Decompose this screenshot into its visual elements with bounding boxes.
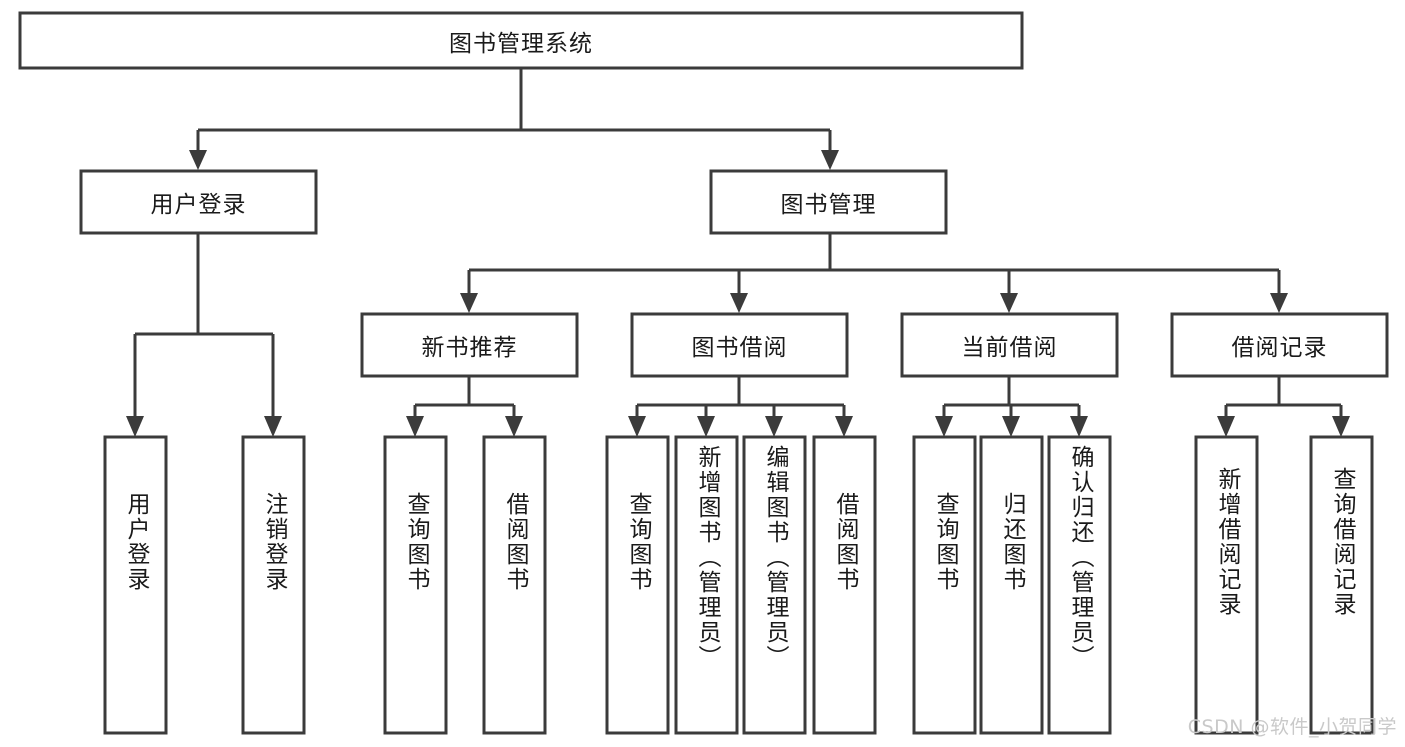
node-box-book-borrow[interactable] — [630, 312, 849, 378]
node-box-leaf-user-login[interactable] — [103, 435, 168, 735]
arrow-head-current-borrow — [1000, 293, 1018, 313]
node-box-book-manage[interactable] — [709, 169, 948, 235]
arrow-head-leaf-confirm-return — [1070, 416, 1088, 437]
node-box-layer — [18, 11, 1389, 735]
arrow-head-borrow-record — [1270, 293, 1288, 313]
arrow-head-leaf-add-book — [697, 416, 715, 437]
node-box-leaf-query-book-1[interactable] — [383, 435, 448, 735]
node-box-leaf-edit-book[interactable] — [742, 435, 807, 735]
node-box-leaf-query-book-2[interactable] — [605, 435, 670, 735]
arrow-head-leaf-return-book — [1002, 416, 1020, 437]
arrow-head-leaf-query-book-2 — [628, 416, 646, 437]
node-box-leaf-add-book[interactable] — [674, 435, 739, 735]
arrow-head-new-book-recommend — [460, 293, 478, 313]
arrow-head-leaf-query-book-3 — [935, 416, 953, 437]
arrow-head-book-manage — [821, 150, 839, 170]
arrow-head-leaf-borrow-book-1 — [505, 416, 523, 437]
arrow-head-leaf-add-record — [1217, 416, 1235, 437]
node-box-current-borrow[interactable] — [900, 312, 1119, 378]
arrow-head-leaf-edit-book — [765, 416, 783, 437]
node-box-user-login[interactable] — [79, 169, 318, 235]
node-box-borrow-record[interactable] — [1170, 312, 1389, 378]
node-box-leaf-borrow-book-2[interactable] — [812, 435, 877, 735]
arrow-head-leaf-borrow-book-2 — [835, 416, 853, 437]
node-box-leaf-query-book-3[interactable] — [912, 435, 977, 735]
node-box-leaf-user-logout[interactable] — [241, 435, 306, 735]
arrow-head-leaf-user-login — [126, 416, 144, 437]
arrow-head-leaf-user-logout — [264, 416, 282, 437]
node-box-new-book-recommend[interactable] — [360, 312, 579, 378]
arrow-head-book-borrow — [730, 293, 748, 313]
node-box-leaf-query-record[interactable] — [1309, 435, 1374, 735]
connector-layer — [126, 69, 1350, 437]
node-box-leaf-borrow-book-1[interactable] — [482, 435, 547, 735]
node-box-leaf-confirm-return[interactable] — [1047, 435, 1112, 735]
arrow-head-user-login — [189, 150, 207, 170]
arrow-head-leaf-query-record — [1332, 416, 1350, 437]
arrow-head-leaf-query-book-1 — [406, 416, 424, 437]
node-box-leaf-return-book[interactable] — [979, 435, 1044, 735]
node-box-root[interactable] — [18, 11, 1024, 70]
node-box-leaf-add-record[interactable] — [1194, 435, 1259, 735]
